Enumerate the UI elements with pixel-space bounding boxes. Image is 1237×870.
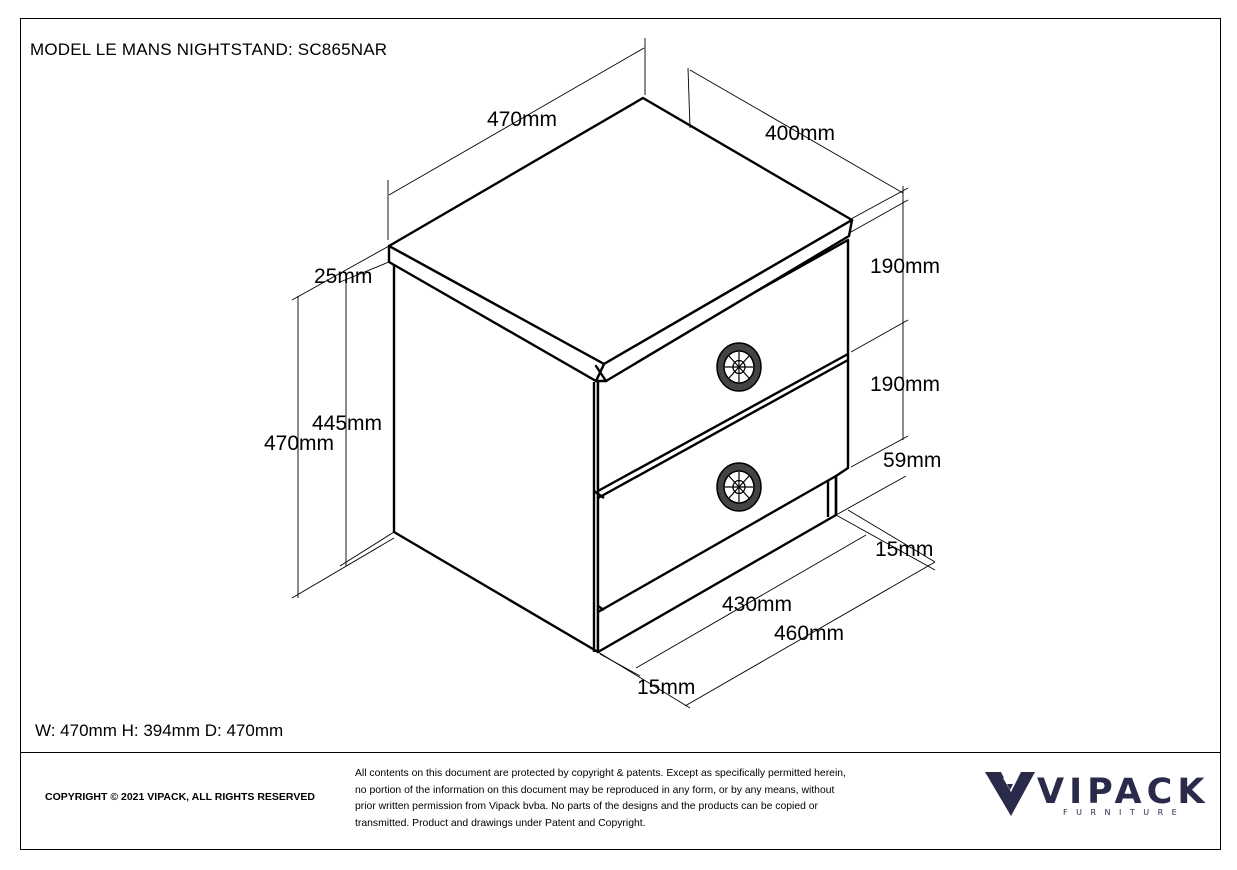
logo-wordmark: VIPACK (1037, 772, 1210, 812)
dim-line-top-width (388, 47, 645, 196)
legal-line: All contents on this document are protec… (355, 768, 846, 779)
logo-tagline: FURNITURE (1063, 808, 1186, 817)
label-top-width: 470mm (487, 108, 557, 131)
knob-lower (716, 462, 762, 512)
dim-line-top-depth (689, 69, 904, 194)
legal-line: prior written permission from Vipack bvb… (355, 801, 819, 812)
label-base-inner: 430mm (722, 593, 792, 616)
top-side-edge (387, 244, 606, 383)
dimension-labels: 470mm 400mm 25mm 445mm 470mm 190mm 190mm… (264, 108, 941, 699)
dim-line-base-outer (684, 561, 936, 707)
label-plinth-height: 59mm (883, 449, 941, 472)
legal-notice: All contents on this document are protec… (355, 766, 915, 832)
drawing-title: MODEL LE MANS NIGHTSTAND: SC865NAR (30, 40, 388, 59)
drawing-frame (20, 18, 1221, 850)
label-base-outer: 460mm (774, 622, 844, 645)
copyright-notice: COPYRIGHT © 2021 VIPACK, ALL RIGHTS RESE… (45, 791, 315, 803)
vipack-logo-icon (985, 772, 1035, 816)
drawer-divider (597, 352, 849, 493)
label-top-depth: 400mm (765, 122, 835, 145)
vipack-logo: VIPACK FURNITURE (985, 770, 1205, 822)
legal-line: transmitted. Product and drawings under … (355, 817, 646, 829)
label-plinth-inset-front: 15mm (637, 676, 695, 699)
knob-upper (716, 342, 762, 392)
label-drawer-lower: 190mm (870, 373, 940, 396)
label-inner-height: 445mm (312, 412, 382, 435)
label-total-height: 470mm (264, 432, 334, 455)
label-top-thickness: 25mm (314, 265, 372, 288)
label-plinth-inset-back: 15mm (875, 538, 933, 561)
dim-line-base-inner (635, 534, 867, 669)
plinth-top (597, 474, 837, 614)
label-drawer-upper: 190mm (870, 255, 940, 278)
dimensions-summary: W: 470mm H: 394mm D: 470mm (35, 721, 284, 740)
footer-divider (20, 752, 1221, 753)
legal-line: no portion of the information on this do… (355, 784, 835, 796)
